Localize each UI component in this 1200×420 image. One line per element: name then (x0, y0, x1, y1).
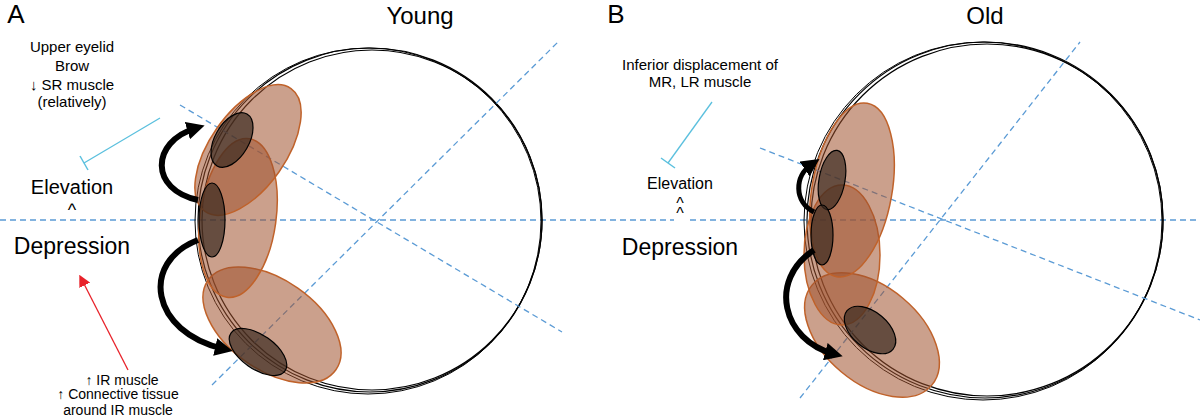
muscle-section (202, 106, 261, 175)
muscle-section (199, 183, 225, 257)
factor-text: Upper eyelid (28, 38, 116, 55)
factor-text: Brow (53, 57, 91, 74)
movement-label: Depression (12, 233, 132, 259)
muscle-section (835, 297, 904, 363)
muscles-young (174, 67, 362, 407)
factor-text: ↓ SR muscle (relatively) (17, 76, 127, 111)
curved-arrow (161, 240, 224, 349)
panel-title: Old (964, 2, 1005, 30)
movement-label: Depression (620, 234, 740, 260)
muscle-section (811, 205, 833, 265)
panel-title: Young (384, 2, 455, 30)
muscle-belly (797, 96, 906, 283)
movement-label: Elevation (29, 176, 115, 199)
muscles-old (781, 96, 962, 420)
movement-label: Elevation (645, 175, 715, 193)
curved-arrow (799, 164, 814, 212)
muscle-section (221, 319, 295, 385)
comparison-symbol: ^ (674, 207, 686, 221)
inhibition-bar (661, 158, 675, 168)
factor-text: Inferior displacement of MR, LR muscle (615, 56, 785, 91)
inhibition-bar (80, 156, 88, 170)
curved-arrow (786, 250, 834, 354)
inhibition-line (84, 118, 160, 163)
muscle-belly (174, 67, 322, 233)
factor-text: ↑ Connective tissue around IR muscle (38, 386, 198, 418)
inhibition-line (668, 102, 712, 163)
panel-letter: B (605, 0, 626, 30)
curved-arrow (162, 128, 198, 200)
promotion-arrow (82, 280, 128, 370)
horizontal-axis (0, 219, 1200, 220)
muscle-section (814, 148, 850, 212)
comparison-symbol: ^ (66, 202, 78, 218)
panel-letter: A (5, 0, 26, 30)
